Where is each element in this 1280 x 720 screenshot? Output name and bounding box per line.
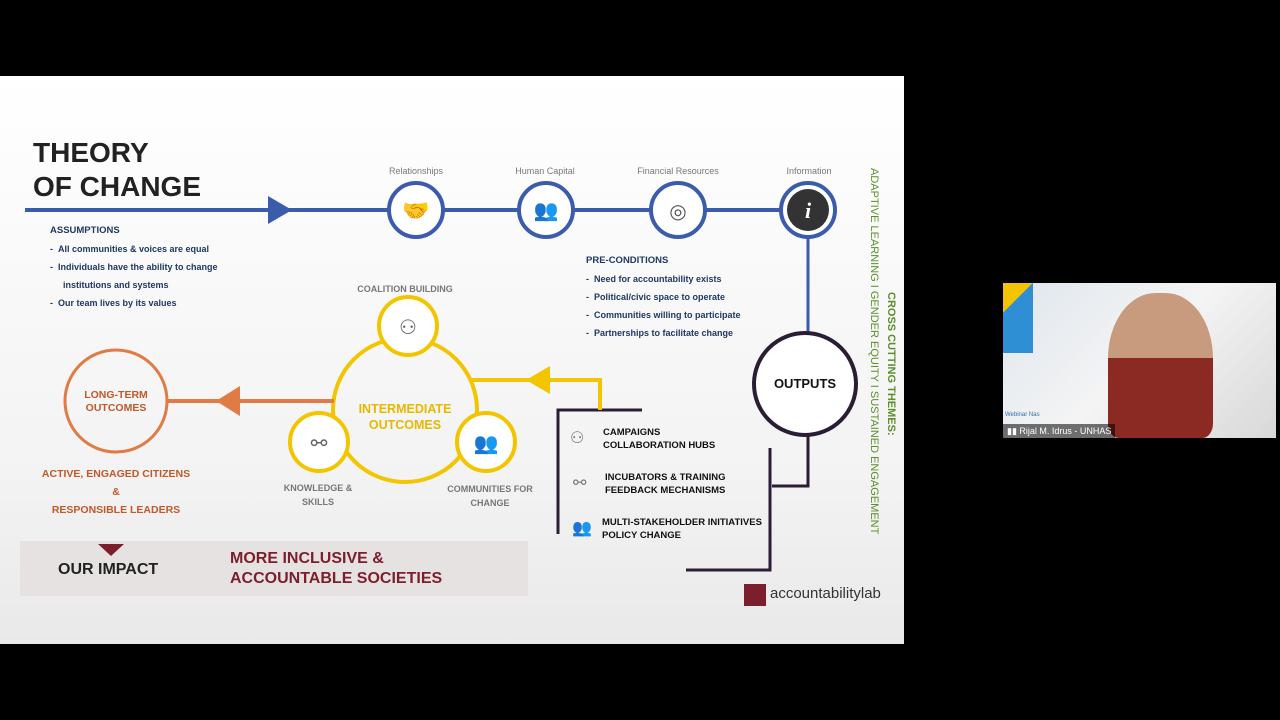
campaign-icon: ⚇ xyxy=(570,430,585,447)
resource-label: Human Capital xyxy=(515,166,575,176)
coalition-label: COALITION BUILDING xyxy=(357,284,453,294)
themes-heading: CROSS CUTTING THEMES: xyxy=(885,292,897,436)
logo-mark xyxy=(744,584,766,606)
arrow-right-icon xyxy=(268,196,292,224)
accountability-lab-logo: accountabilitylab xyxy=(770,585,881,602)
assumptions: ASSUMPTIONS - All communities & voices a… xyxy=(50,225,218,308)
svg-text:i: i xyxy=(805,198,812,223)
handshake-icon xyxy=(387,181,445,239)
coins-icon xyxy=(649,181,707,239)
training-icon: ⚯ xyxy=(573,475,587,492)
knowledge-label: KNOWLEDGE &SKILLS xyxy=(283,483,353,507)
impact-text: MORE INCLUSIVE &ACCOUNTABLE SOCIETIES xyxy=(230,550,443,587)
participant-video-tile[interactable]: Webinar Nas ▮▮ Rijal M. Idrus - UNHAS xyxy=(1003,283,1276,438)
outputs-circle xyxy=(752,331,858,437)
participant-figure xyxy=(1108,293,1213,438)
svg-text:⚇: ⚇ xyxy=(399,317,417,339)
info-icon xyxy=(787,189,829,231)
diagram-lines: i 🤝 👥 ◎ ⚇ ⚯ 👥 xyxy=(20,181,858,606)
svg-text:◎: ◎ xyxy=(669,201,686,223)
svg-text:👥: 👥 xyxy=(474,433,499,455)
people-icon xyxy=(517,181,575,239)
citizens-label: ACTIVE, ENGAGED CITIZENS&RESPONSIBLE LEA… xyxy=(41,468,191,516)
svg-text:🤝: 🤝 xyxy=(402,198,429,223)
preconditions: PRE-CONDITIONS - Need for accountability… xyxy=(586,255,741,338)
resource-label: Financial Resources xyxy=(637,166,719,176)
webinar-banner: Webinar Nas xyxy=(1005,412,1040,418)
resource-label: Relationships xyxy=(388,166,444,176)
svg-text:⚯: ⚯ xyxy=(311,433,328,455)
outputs-label: OUTPUTS xyxy=(773,376,837,391)
cross-cutting-themes: ADAPTIVE LEARNING I GENDER EQUITY I SUST… xyxy=(868,168,880,535)
svg-text:👥: 👥 xyxy=(534,200,559,222)
stakeholder-icon: 👥 xyxy=(572,520,592,537)
background-graphic xyxy=(1003,283,1033,353)
resource-label: Information xyxy=(786,166,832,176)
participant-name: ▮▮ Rijal M. Idrus - UNHAS xyxy=(1003,424,1116,438)
impact-label: OUR IMPACT xyxy=(58,561,159,578)
long-term-circle xyxy=(63,348,169,454)
